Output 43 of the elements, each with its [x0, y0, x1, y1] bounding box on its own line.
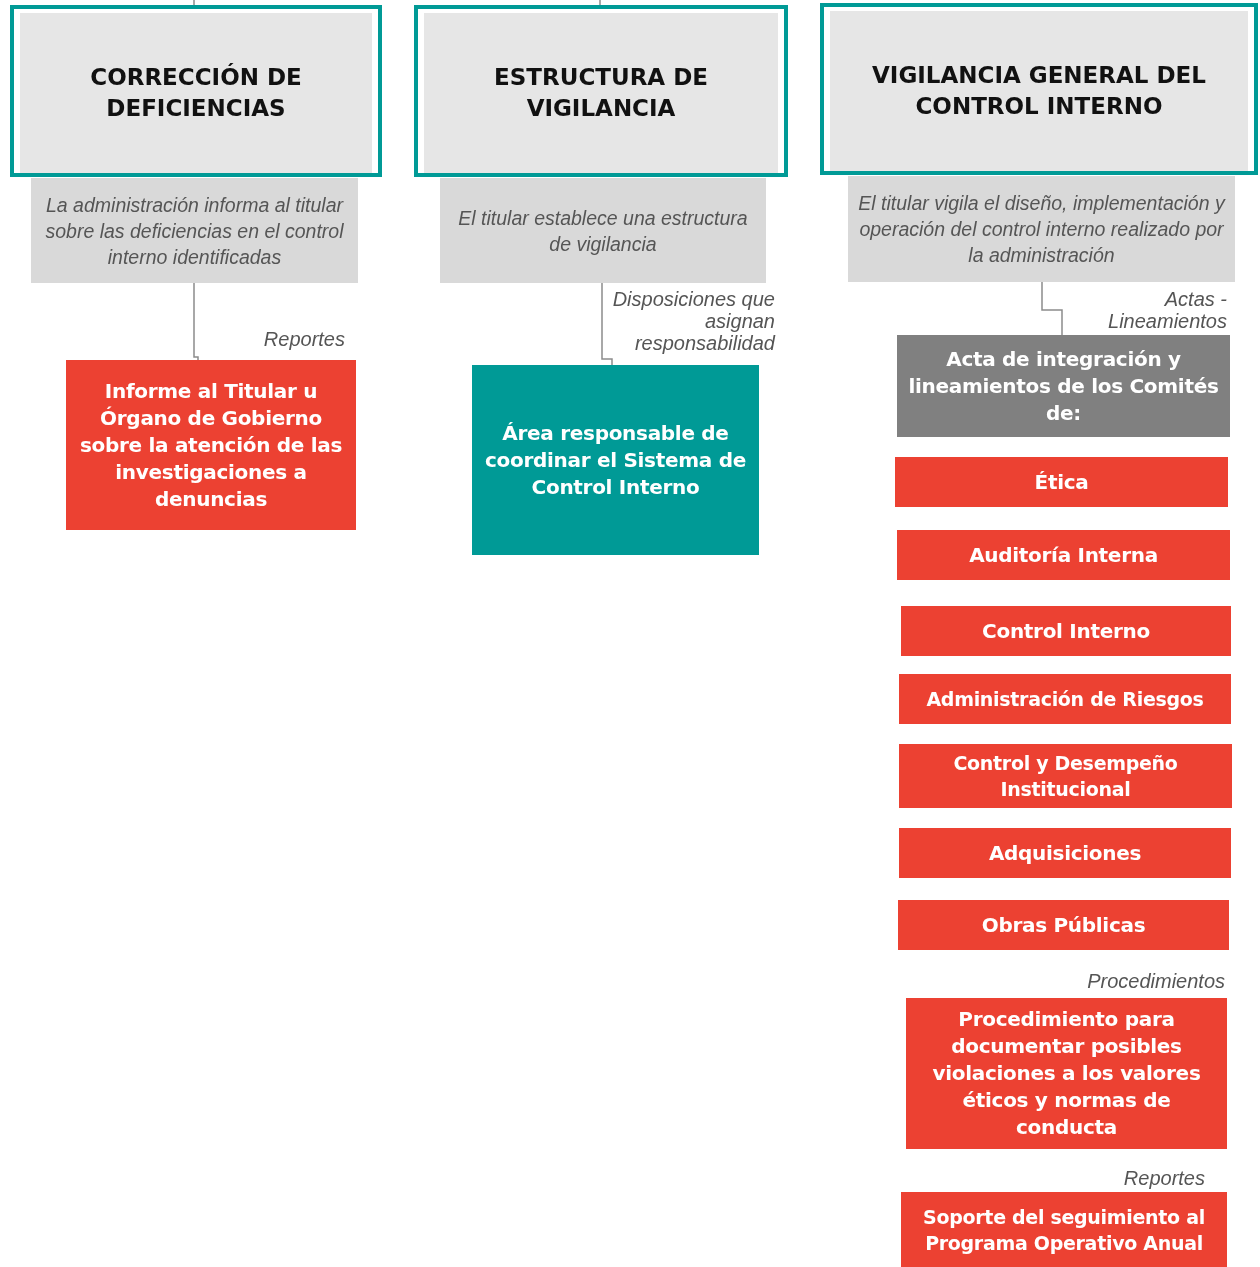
process-box — [899, 828, 1231, 878]
description-box — [31, 178, 358, 283]
box-text: Administración de Riesgos — [926, 687, 1204, 712]
box-text: Procedimiento para documentar posibles violaciones a los valores éticos y normas de conducta — [931, 1006, 1202, 1141]
description-box — [440, 178, 766, 283]
box-text: Soporte del seguimiento al Programa Operativo Anual — [922, 1204, 1206, 1256]
process-box — [472, 365, 759, 555]
connector-line — [601, 282, 613, 366]
process-box — [899, 674, 1231, 724]
box-text: Ética — [1034, 468, 1089, 496]
process-box — [901, 1192, 1227, 1267]
connector-line — [193, 282, 199, 361]
process-box — [898, 900, 1229, 950]
box-text: Control y Desempeño Institucional — [952, 751, 1179, 802]
box-text: Obras Públicas — [981, 911, 1146, 939]
box-text: Informe al Titular u Órgano de Gobierno sobre la atención de las investigaciones a denuncias — [78, 377, 344, 513]
description-text: El titular establece una estructura de vigilancia — [457, 205, 749, 257]
section-label: Procedimientos — [1086, 970, 1225, 992]
process-box — [897, 335, 1230, 437]
connector-line — [193, 0, 195, 6]
edge-label: Disposiciones que asignan responsabilidad — [611, 288, 775, 354]
process-box — [901, 606, 1231, 656]
heading-text: ESTRUCTURA DE VIGILANCIA — [493, 63, 709, 123]
box-text: Control Interno — [982, 617, 1150, 645]
process-box — [899, 744, 1232, 808]
process-box — [66, 360, 356, 530]
connector-line — [1041, 281, 1063, 336]
box-text: Área responsable de coordinar el Sistema de Control Interno — [484, 419, 747, 501]
box-text: Auditoría Interna — [969, 541, 1158, 569]
heading-text: VIGILANCIA GENERAL DEL CONTROL INTERNO — [871, 61, 1207, 121]
box-text: Acta de integración y lineamientos de los Comités de: — [907, 345, 1220, 427]
edge-label: Actas - Lineamientos — [1107, 288, 1227, 332]
description-box — [848, 176, 1235, 282]
edge-label: Reportes — [262, 328, 345, 350]
heading-text: CORRECCIÓN DE DEFICIENCIAS — [89, 62, 303, 123]
connector-line — [599, 0, 601, 6]
process-box — [897, 530, 1230, 580]
process-box — [906, 998, 1227, 1149]
description-text: La administración informa al titular sobre las deficiencias en el control interno identificadas — [44, 192, 345, 270]
box-text: Adquisiciones — [988, 839, 1142, 867]
process-box — [895, 457, 1228, 507]
section-label: Reportes — [1122, 1167, 1205, 1189]
description-text: El titular vigila el diseño, implementación y operación del control interno realizado por la administración — [858, 191, 1225, 268]
